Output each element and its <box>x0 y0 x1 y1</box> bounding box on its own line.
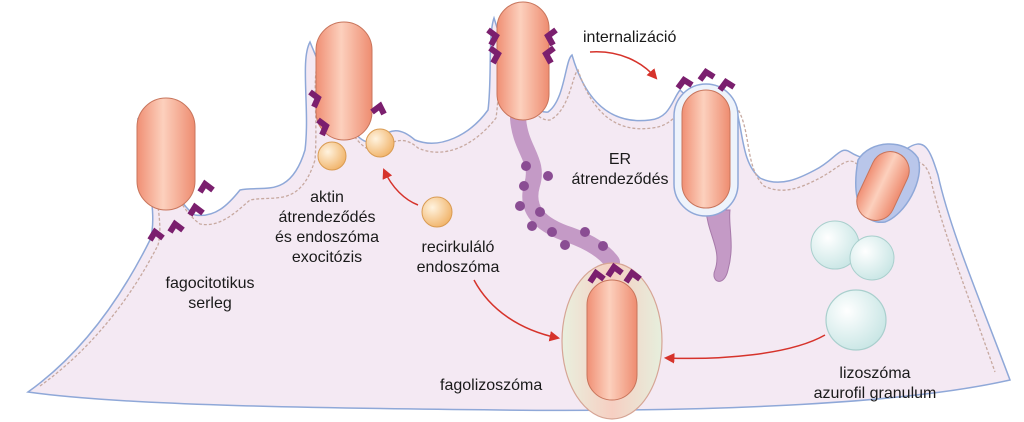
label-phagolysosome: fagolizoszóma <box>440 376 542 396</box>
receptor-top-1 <box>486 27 500 47</box>
label-fagocitotikus-line1: fagocitotikus <box>165 275 255 292</box>
receptor-top-2 <box>488 45 502 65</box>
endosome-fusing-left <box>317 141 347 171</box>
label-internalization-text: internalizáció <box>583 29 677 46</box>
receptor-actin-1 <box>308 89 322 109</box>
label-recycling-endosome: recirkuláló endoszóma <box>403 238 513 278</box>
receptor-actin-2 <box>316 117 330 137</box>
bacterium-top <box>496 1 550 121</box>
receptor-int-1 <box>675 75 694 90</box>
label-er-line1: ER <box>608 151 632 168</box>
label-fagocitotikus-line2: serleg <box>188 295 232 312</box>
label-aktin-line2: átrendeződés <box>278 209 376 226</box>
er-beads <box>515 161 608 251</box>
label-lizoszoma-line1: lizoszóma <box>839 365 911 382</box>
endosome-fusing-right <box>365 128 395 158</box>
receptor-int-2 <box>697 67 716 82</box>
label-actin-exocytosis: aktin átrendeződés és endoszóma exocitóz… <box>262 188 392 268</box>
arrow-lysosome-to-phagolysosome <box>663 334 826 364</box>
label-recirkulalo-line1: recirkuláló <box>421 239 495 256</box>
arrow-endosome-to-phagolysosome <box>473 279 561 342</box>
receptor-cup-1 <box>147 227 165 242</box>
label-phagocytic-cup: fagocitotikus serleg <box>150 274 270 314</box>
receptor-actin-3 <box>370 101 387 116</box>
bacterium-internalized <box>681 89 731 209</box>
label-lysosome-granule: lizoszóma azurofil granulum <box>800 364 950 404</box>
receptor-top-4 <box>542 45 556 65</box>
receptor-pl-1 <box>587 268 606 284</box>
label-aktin-line4: exocitózis <box>291 249 363 266</box>
receptor-top-3 <box>544 27 558 47</box>
receptor-cup-3 <box>187 202 205 217</box>
label-er-line2: átrendeződés <box>571 171 669 188</box>
label-internalization: internalizáció <box>583 28 676 48</box>
bacterium-cup <box>136 97 196 211</box>
arrow-endosome-exocytosis <box>382 168 419 206</box>
label-er-rearrangement: ER átrendeződés <box>570 150 670 190</box>
bacterium-right <box>856 151 910 221</box>
label-fagolizoszoma-text: fagolizoszóma <box>440 377 543 394</box>
receptor-cup-2 <box>167 219 185 234</box>
label-recirkulalo-line2: endoszóma <box>416 259 500 276</box>
receptor-cup-4 <box>197 179 215 194</box>
label-lizoszoma-line2: azurofil granulum <box>813 385 937 402</box>
label-aktin-line1: aktin <box>310 189 344 206</box>
receptor-pl-2 <box>605 262 624 278</box>
recycling-endosome <box>421 196 453 228</box>
lysosome-small-2 <box>849 235 895 281</box>
receptor-pl-3 <box>623 268 642 284</box>
lysosome-granule <box>825 289 887 351</box>
bacterium-phagolysosome <box>586 279 638 401</box>
receptor-int-3 <box>717 77 736 92</box>
label-aktin-line3: és endoszóma <box>274 229 380 246</box>
cell-cytoplasm <box>26 15 1012 412</box>
arrow-internalization <box>589 51 658 80</box>
bacterium-actin <box>315 21 373 141</box>
phagosome-tail <box>705 209 732 282</box>
